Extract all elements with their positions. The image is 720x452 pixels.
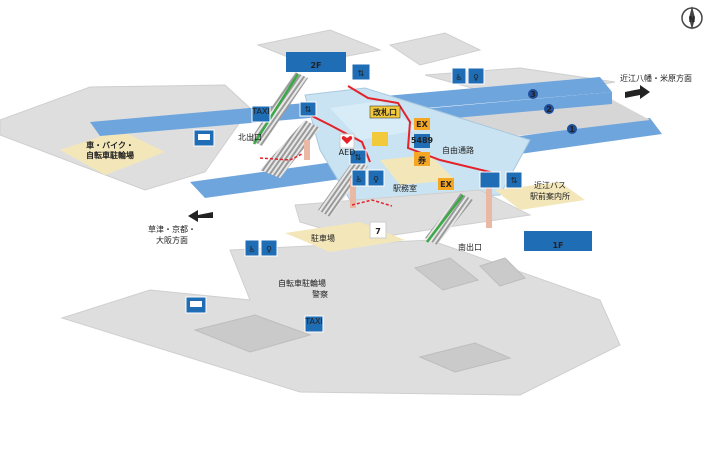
accessible-route-south (351, 199, 393, 207)
elevator-shaft-center (350, 178, 356, 208)
restroom-icon: ♀ (367, 169, 385, 187)
green-counter-label: 5489 (411, 136, 434, 145)
accessible-route-platform (259, 153, 303, 161)
track-number-1-label: 1 (569, 125, 575, 134)
stairs-south (425, 193, 473, 245)
bus-icon (193, 129, 215, 147)
taxi-label: TAXI (304, 317, 323, 326)
ohmi-bus-label-1: 近江バス (534, 180, 566, 190)
green-counter-icon: 5489 (411, 134, 434, 148)
ohmi-bus-area (495, 182, 585, 210)
north-building-2 (388, 32, 482, 66)
ticket-icon: 券 (414, 152, 430, 166)
kusatsu-label-2: 大阪方面 (156, 235, 188, 245)
bike-parking-icon (479, 171, 501, 189)
convenience-store-icon: 7 (369, 221, 387, 239)
floor-badge-1f-label: 1F (552, 241, 563, 250)
bus-icon (185, 296, 207, 314)
track-number-3: 3 (528, 89, 538, 99)
ohmi-hachiman-label: 近江八幡・米原方面 (620, 73, 692, 83)
ex-icon: EX (438, 178, 454, 190)
stairs-handrail-2 (426, 194, 464, 243)
ex-label-1: EX (416, 120, 428, 129)
compass-letter: N (689, 15, 696, 24)
svg-text:♿: ♿ (455, 73, 462, 82)
svg-text:♀: ♀ (373, 175, 379, 184)
seven-label: 7 (375, 227, 381, 236)
aed-icon: AED (339, 133, 356, 157)
stairs-handrail-1 (252, 73, 300, 145)
jitensha-label: 自転車駐輪場 (278, 278, 326, 288)
ekimu-label: 駅務室 (393, 183, 417, 193)
track-number-1: 1 (567, 124, 577, 134)
taxi-label: TAXI (251, 107, 270, 116)
aed-label: AED (339, 148, 356, 157)
elevator-shaft-north (304, 140, 310, 160)
elevator-icon: ⇅ (349, 149, 367, 165)
stairs-north-1 (260, 120, 320, 178)
ticket-gate-area (330, 101, 420, 140)
ex-label-2: EX (440, 180, 452, 189)
bike-parking-north (60, 130, 165, 175)
svg-text:♿: ♿ (355, 175, 362, 184)
svg-text:⇅: ⇅ (358, 69, 365, 78)
wheelchair-icon: ♿ (351, 169, 367, 187)
ticket-label: 券 (417, 155, 427, 165)
elevator-icon: ⇅ (505, 171, 523, 189)
restroom-icon: ♀ (467, 67, 485, 85)
wheelchair-icon: ♿ (244, 239, 260, 257)
minamiguchi-label: 南出口 (458, 242, 482, 252)
ohmi-bus-label-2: 駅前案内所 (530, 191, 570, 201)
station-office-floor (380, 155, 455, 185)
elevator-shaft-south (486, 188, 492, 228)
south-building-2 (418, 342, 512, 373)
south-building-3 (413, 257, 480, 291)
police-label: 警察 (312, 289, 328, 299)
south-building-4 (479, 257, 526, 287)
track-number-3-label: 3 (530, 90, 536, 99)
svg-text:⇅: ⇅ (355, 153, 362, 162)
ticket-gate-icon: 改札口 (369, 105, 401, 119)
jiyu-tsuro-label: 自由通路 (442, 145, 474, 155)
kusatsu-label-1: 草津・京都・ (148, 224, 196, 234)
bike-parking-north-label-2: 自転車駐輪場 (86, 150, 134, 160)
compass: N (681, 6, 703, 30)
floor-badge-2f: 2F (286, 52, 346, 72)
taxi-icon: TAXI (251, 105, 271, 123)
svg-text:♀: ♀ (266, 245, 272, 254)
restroom-icon: ♀ (260, 239, 278, 257)
elevator-icon: ⇅ (299, 101, 317, 117)
track-number-2-label: 2 (546, 105, 552, 114)
floor-badge-2f-label: 2F (310, 61, 321, 70)
accessible-route (347, 85, 491, 188)
kaisatsu-label: 改札口 (373, 107, 397, 117)
arrow-east (625, 85, 650, 99)
bike-parking-north-label-1: 車・バイク・ (86, 140, 134, 150)
floor-badge-1f: 1F (524, 231, 592, 251)
svg-text:⇅: ⇅ (511, 176, 518, 185)
south-building-1 (193, 314, 312, 353)
svg-text:⇅: ⇅ (305, 105, 312, 114)
kitaguchi-label: 北出口 (238, 132, 262, 142)
track-number-2: 2 (544, 104, 554, 114)
chushajo-label: 駐車場 (311, 233, 335, 243)
svg-text:♿: ♿ (248, 245, 255, 254)
south-plaza (60, 239, 621, 396)
elevator-icon: ⇅ (351, 63, 371, 81)
svg-text:♀: ♀ (473, 73, 479, 82)
station-office-icon (372, 132, 388, 146)
taxi-icon: TAXI (304, 315, 324, 333)
wheelchair-icon: ♿ (451, 67, 467, 85)
arrow-west (188, 210, 213, 222)
ex-icon: EX (414, 118, 430, 130)
